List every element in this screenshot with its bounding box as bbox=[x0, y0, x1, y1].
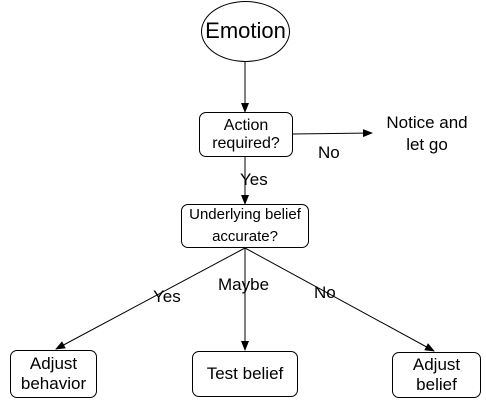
node-test-belief: Test belief bbox=[192, 351, 298, 397]
node-adjust-behavior-line2: behavior bbox=[20, 374, 87, 393]
edge-label-action-yes: Yes bbox=[240, 170, 268, 189]
node-underlying-belief-line1: Underlying belief bbox=[189, 206, 301, 224]
edge-label-belief-no: No bbox=[314, 283, 336, 302]
node-adjust-belief: Adjust belief bbox=[392, 352, 481, 398]
arrow-action-to-notice bbox=[292, 129, 373, 138]
node-action-required-line2: required? bbox=[212, 134, 280, 152]
node-adjust-belief-line1: Adjust bbox=[412, 354, 461, 374]
node-emotion-label: Emotion bbox=[205, 18, 286, 44]
node-underlying-belief-line2: accurate? bbox=[212, 228, 278, 245]
arrow-belief-to-adjust-belief bbox=[244, 247, 435, 352]
edge-label-belief-yes: Yes bbox=[153, 287, 181, 306]
edge-label-action-no: No bbox=[318, 143, 340, 162]
node-adjust-belief-line2: belief bbox=[416, 375, 457, 394]
node-underlying-belief: Underlying belief accurate? bbox=[181, 204, 309, 248]
arrow-belief-to-adjust-behavior bbox=[55, 247, 246, 350]
node-emotion: Emotion bbox=[201, 1, 290, 62]
node-test-belief-label: Test belief bbox=[206, 363, 284, 383]
node-adjust-behavior-line1: Adjust bbox=[29, 353, 78, 373]
node-notice-let-go: Notice and let go bbox=[372, 112, 482, 156]
node-adjust-behavior: Adjust behavior bbox=[10, 350, 97, 398]
node-action-required: Action required? bbox=[199, 112, 293, 157]
node-notice-let-go-line2: let go bbox=[406, 135, 448, 155]
node-notice-let-go-line1: Notice and bbox=[386, 113, 468, 132]
edge-label-belief-maybe: Maybe bbox=[218, 275, 270, 294]
node-action-required-line1: Action bbox=[223, 116, 269, 134]
